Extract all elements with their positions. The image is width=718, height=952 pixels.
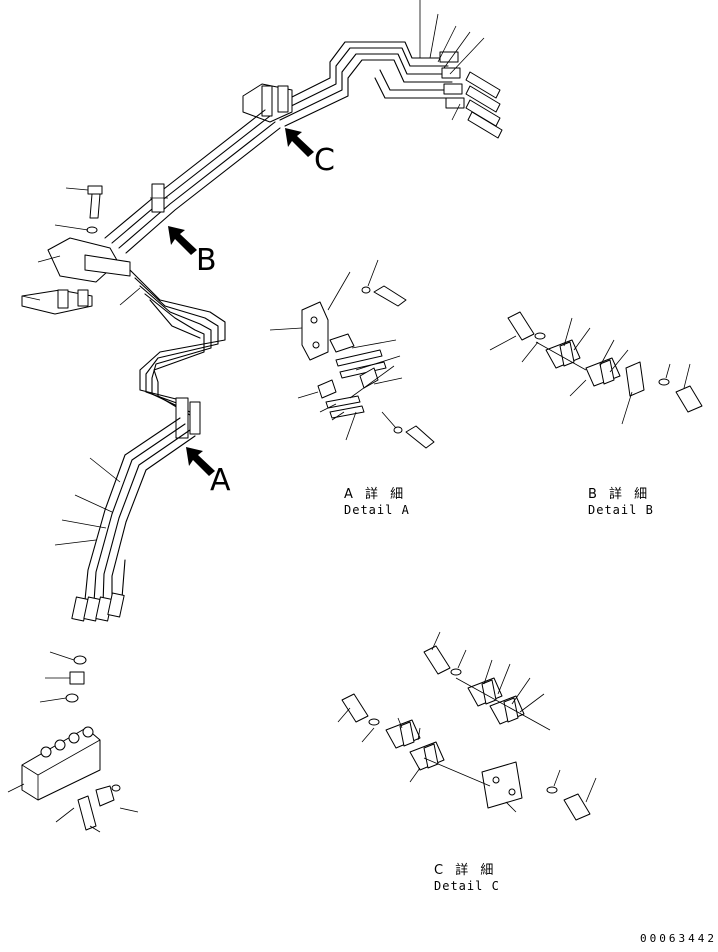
detail-a-drawing: [269, 259, 435, 449]
callout-label-b: B: [196, 243, 217, 278]
detail-a-caption: A 詳 細 Detail A: [344, 486, 410, 517]
detail-c-en-label: Detail C: [434, 879, 500, 893]
detail-a-en-label: Detail A: [344, 503, 410, 517]
callout-label-c: C: [314, 143, 335, 178]
detail-b-jp-label: B 詳 細: [588, 486, 651, 502]
detail-b-en-label: Detail B: [588, 503, 654, 517]
detail-c-jp-label: C 詳 細: [434, 862, 497, 878]
distribution-block: [7, 726, 139, 833]
detail-c-drawing: [337, 631, 597, 821]
view-marker-b: B: [168, 226, 217, 278]
descending-pipe-run: [54, 417, 196, 622]
drawing-number: 00063442: [640, 932, 717, 945]
left-mount-bracket: [21, 185, 141, 315]
mid-pipe-run: [104, 109, 281, 254]
detail-a-jp-label: A 詳 細: [344, 486, 407, 502]
bracket-c: [242, 83, 293, 123]
detail-c-caption: C 詳 細 Detail C: [434, 862, 500, 893]
lower-fittings: [39, 651, 87, 703]
bracket-b: [150, 183, 168, 213]
view-marker-a: A: [186, 447, 231, 498]
detail-b-caption: B 詳 細 Detail B: [588, 486, 654, 517]
detail-b-drawing: [489, 311, 703, 425]
lower-pipe-run: [129, 269, 226, 419]
main-pipe-assembly: [7, 0, 503, 833]
top-right-fittings: [419, 0, 503, 139]
callout-label-a: A: [210, 463, 231, 498]
upper-pipe-run: [269, 41, 453, 127]
view-marker-c: C: [285, 128, 335, 178]
